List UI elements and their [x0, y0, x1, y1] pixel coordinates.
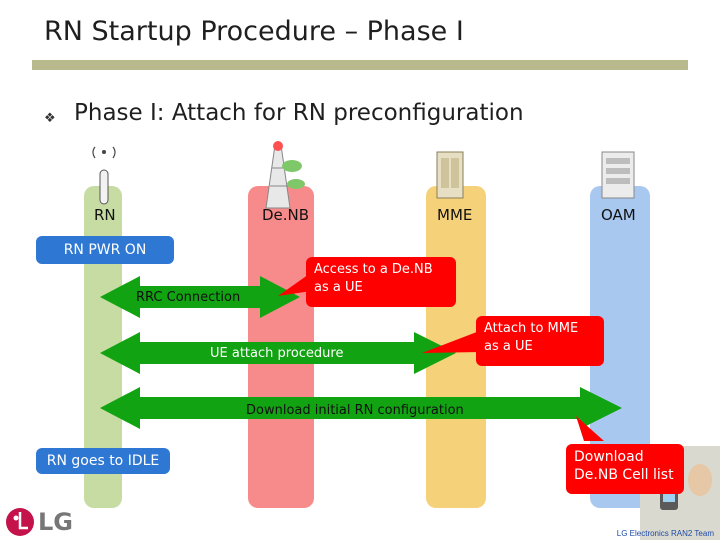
bullet-icon: ❖ [44, 110, 56, 125]
access-denb-callout: Access to a De.NB as a UE [306, 257, 456, 307]
footer-text: LG Electronics RAN2 Team [616, 529, 714, 538]
subtitle: Phase I: Attach for RN preconfiguration [74, 100, 524, 126]
attach-mme-callout: Attach to MME as a UE [476, 316, 604, 366]
mme-label: MME [437, 206, 473, 224]
lg-logo-text: LG [38, 508, 73, 536]
oam-label: OAM [601, 206, 636, 224]
download-cell-callout: Download De.NB Cell list [566, 444, 684, 494]
rrc-connection-text: RRC Connection [136, 290, 241, 305]
rn-label: RN [94, 206, 116, 224]
tower-icon [265, 141, 305, 209]
attach-callout-pointer [422, 330, 482, 353]
ue-attach-arrow [100, 332, 456, 374]
rack-icon [601, 151, 635, 199]
title-underline [32, 60, 688, 70]
page-title: RN Startup Procedure – Phase I [44, 16, 464, 47]
lg-logo-icon [6, 508, 34, 536]
download-callout-pointer [576, 416, 604, 441]
ue-attach-text: UE attach procedure [210, 346, 344, 361]
rn-idle-label: RN goes to IDLE [36, 448, 170, 474]
download-config-arrow [100, 387, 622, 429]
download-config-text: Download initial RN configuration [246, 403, 464, 418]
antenna-icon [92, 146, 116, 205]
rrc-connection-arrow [100, 276, 300, 318]
server-icon [436, 151, 464, 199]
denb-label: De.NB [262, 206, 310, 224]
rn-pwr-on-label: RN PWR ON [36, 236, 174, 264]
